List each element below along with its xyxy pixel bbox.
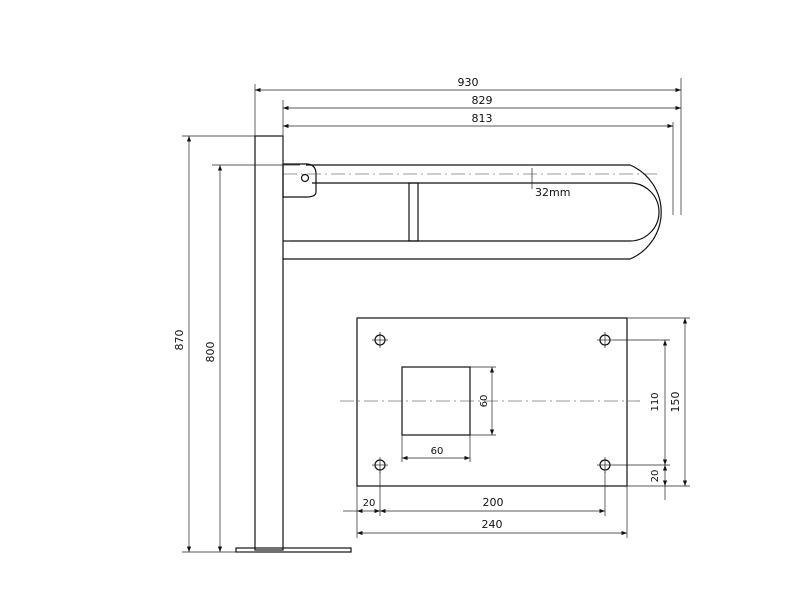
dim-hole-spacing-v: 110 <box>650 392 661 411</box>
mounting-hole-bottom-right <box>597 457 613 473</box>
top-dimensions <box>254 78 682 215</box>
dim-829: 829 <box>472 94 493 107</box>
vertical-post <box>235 135 352 553</box>
mounting-hole-top-right <box>597 332 613 348</box>
mounting-hole-bottom-left <box>372 457 388 473</box>
dim-813: 813 <box>472 112 493 125</box>
dim-square-width: 60 <box>431 446 444 457</box>
square-dimensions <box>401 366 496 462</box>
dim-870: 870 <box>173 330 186 351</box>
plate-vertical-dimensions <box>613 317 690 500</box>
height-dimensions <box>182 135 300 553</box>
dim-plate-width: 240 <box>482 518 503 531</box>
dim-930: 930 <box>458 76 479 89</box>
dim-edge-bottom: 20 <box>650 470 661 483</box>
dim-square-height: 60 <box>479 395 490 408</box>
grab-bar <box>282 163 662 260</box>
dim-plate-height: 150 <box>669 392 682 413</box>
tube-diameter-dim <box>528 164 536 189</box>
dim-edge-left: 20 <box>363 498 376 509</box>
plate-horizontal-dimensions <box>343 472 628 538</box>
mounting-hole-top-left <box>372 332 388 348</box>
dim-32mm: 32mm <box>535 186 570 199</box>
wall-plate <box>340 317 640 487</box>
dim-800: 800 <box>204 342 217 363</box>
dim-hole-spacing-h: 200 <box>483 496 504 509</box>
